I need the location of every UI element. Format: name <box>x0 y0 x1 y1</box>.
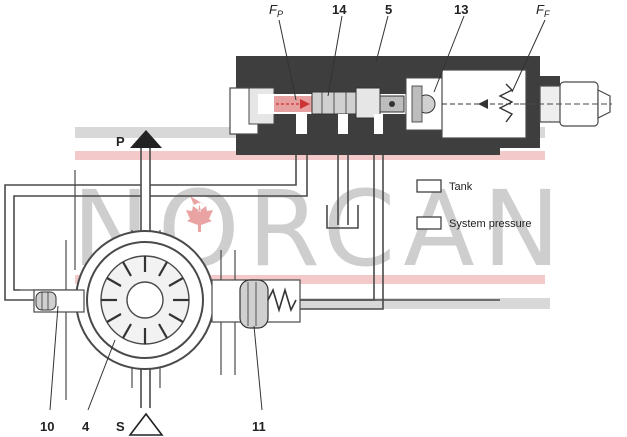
label-13: 13 <box>454 2 468 17</box>
legend-pressure-label: System pressure <box>449 218 532 230</box>
label-p: P <box>116 134 125 149</box>
legend: Tank System pressure <box>416 179 532 230</box>
label-11: 11 <box>252 419 266 434</box>
valve-body-5 <box>229 56 612 155</box>
pressure-port-symbol <box>130 130 162 148</box>
legend-pressure-swatch <box>416 216 442 230</box>
adjuster-screw <box>520 81 612 127</box>
pump-vanes <box>101 256 189 344</box>
legend-tank-label: Tank <box>449 181 473 193</box>
label-ff: FF <box>536 2 550 19</box>
piston-10 <box>33 289 85 313</box>
label-14: 14 <box>332 2 347 17</box>
label-5: 5 <box>385 2 392 17</box>
label-fp: FP <box>269 2 283 19</box>
label-4: 4 <box>82 419 90 434</box>
spring-icon <box>267 287 297 313</box>
spring-housing <box>441 69 527 139</box>
pump-4 <box>75 230 215 370</box>
maple-leaf-icon <box>186 196 213 232</box>
piston-11 <box>211 279 301 329</box>
label-10: 10 <box>40 419 54 434</box>
watermark-bar-red-top <box>75 151 545 160</box>
legend-tank-swatch <box>416 179 442 193</box>
watermark-bar-bottom <box>75 275 545 284</box>
label-s: S <box>116 419 125 434</box>
leader-lines <box>49 15 546 411</box>
suction-port-symbol <box>128 412 164 436</box>
watermark-bar-bottom2 <box>300 298 550 309</box>
